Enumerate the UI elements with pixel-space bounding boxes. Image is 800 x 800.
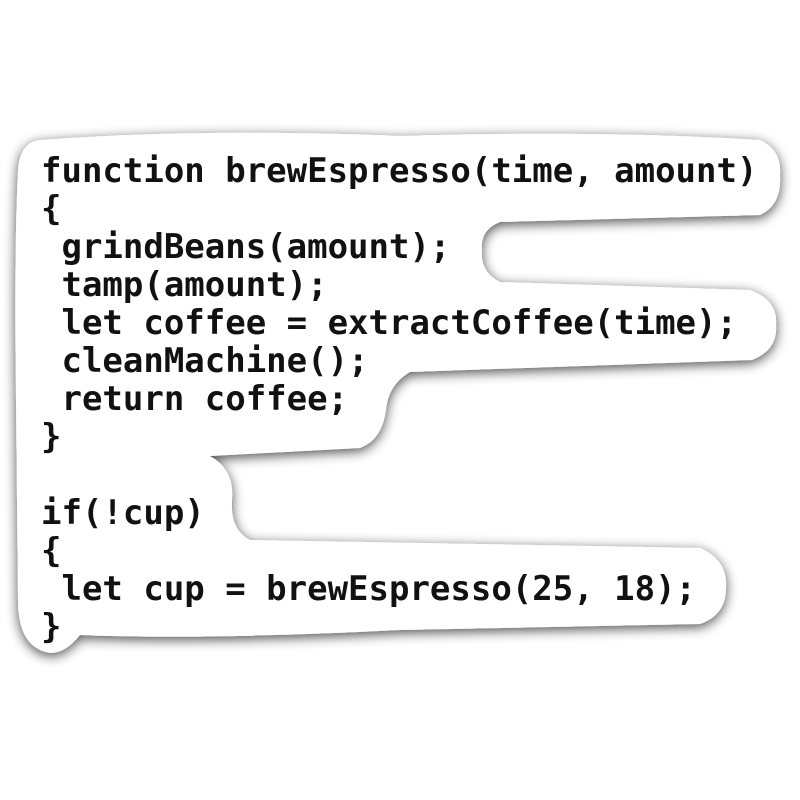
code-line: let cup = brewEspresso(25, 18); [41, 569, 697, 609]
code-line: let coffee = extractCoffee(time); [41, 303, 737, 343]
sticker-outline [15, 132, 781, 653]
code-line: cleanMachine(); [41, 341, 369, 381]
code-line: tamp(amount); [41, 265, 328, 305]
code-line: grindBeans(amount); [41, 227, 451, 267]
code-line: function brewEspresso(time, amount) [41, 151, 758, 191]
code-line: { [41, 531, 62, 571]
code-line: if(!cup) [41, 493, 205, 533]
code-line: } [41, 417, 62, 457]
code-line: return coffee; [41, 379, 349, 419]
code-line-blank [41, 456, 757, 494]
code-line: { [41, 189, 62, 229]
code-block: function brewEspresso(time, amount){ gri… [41, 152, 757, 646]
code-line: } [41, 607, 62, 647]
